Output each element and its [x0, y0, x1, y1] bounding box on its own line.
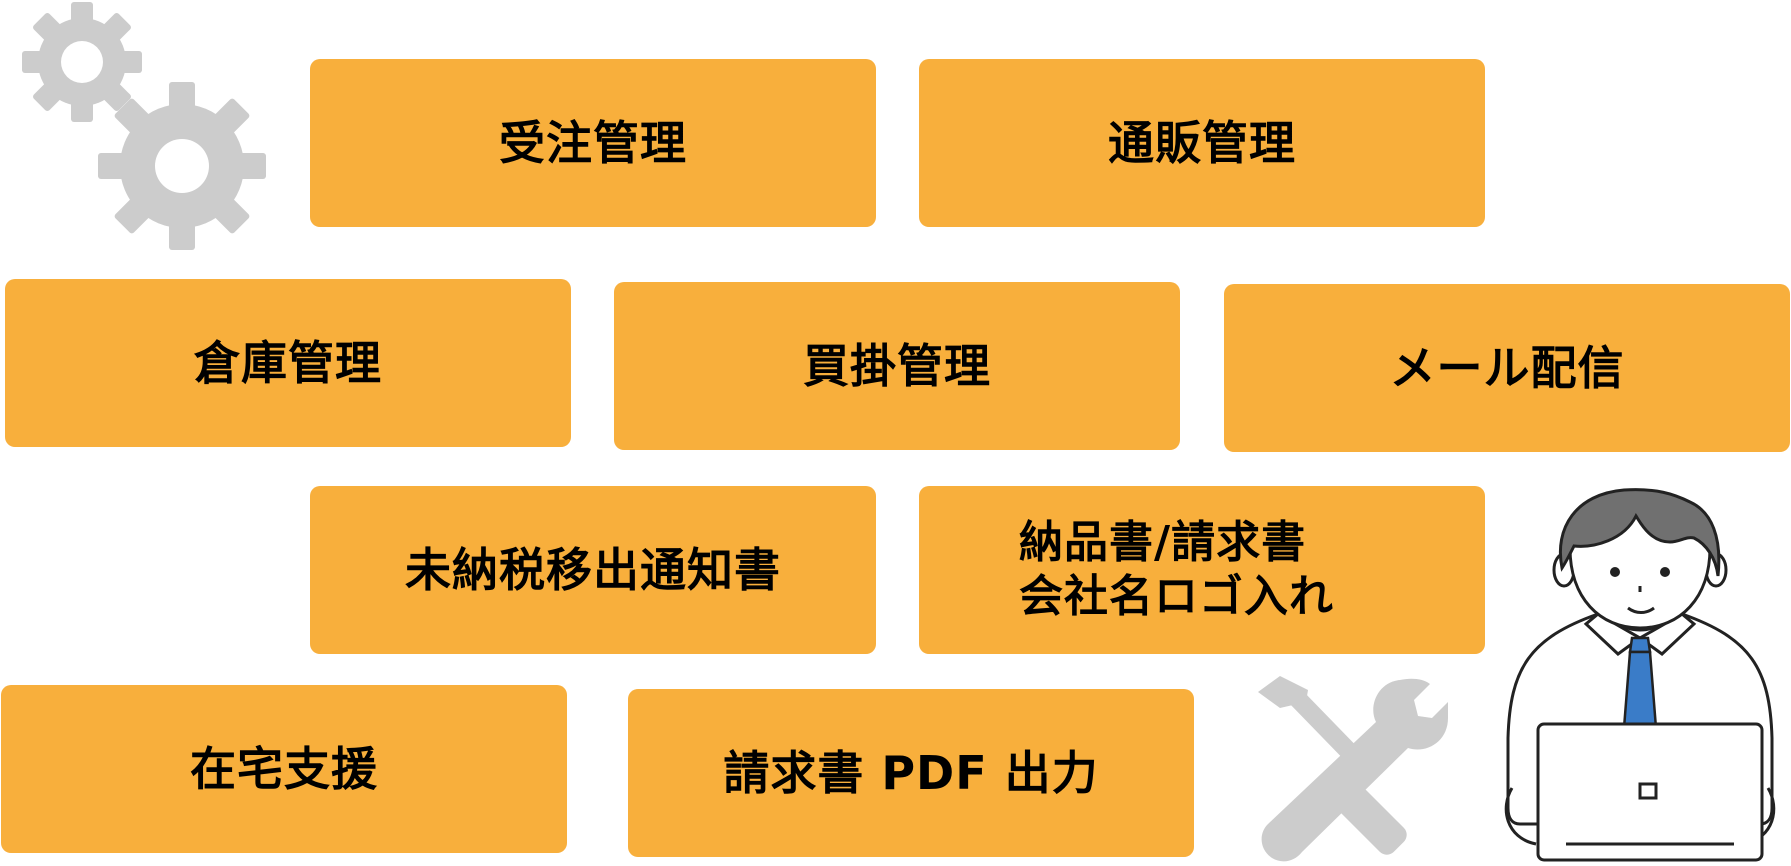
- tile-seikyusho-pdf[interactable]: 請求書 PDF 出力: [628, 689, 1194, 857]
- tile-label: メール配信: [1389, 340, 1625, 395]
- tile-label: 通販管理: [1108, 115, 1296, 170]
- tile-mail-haishin[interactable]: メール配信: [1224, 284, 1790, 452]
- tile-label-line-1: 納品書/請求書: [1019, 517, 1307, 569]
- tile-label: 受注管理: [499, 115, 687, 170]
- tile-soko-kanri[interactable]: 倉庫管理: [5, 279, 571, 447]
- tile-juchu-kanri[interactable]: 受注管理: [310, 59, 876, 227]
- wrench-screwdriver-icon: [1258, 676, 1448, 862]
- tile-label: 請求書 PDF 出力: [723, 745, 1099, 800]
- tile-minouzei-ishutsu-tsuchisho[interactable]: 未納税移出通知書: [310, 486, 876, 654]
- tile-zaitaku-shien[interactable]: 在宅支援: [1, 685, 567, 853]
- tile-kaikake-kanri[interactable]: 買掛管理: [614, 282, 1180, 450]
- tile-label-line-2: 会社名ロゴ入れ: [1019, 571, 1334, 622]
- tile-label: 在宅支援: [190, 741, 378, 796]
- tile-label: 買掛管理: [803, 338, 991, 393]
- tile-tsuhan-kanri[interactable]: 通販管理: [919, 59, 1485, 227]
- tile-label: 未納税移出通知書: [405, 542, 781, 597]
- tile-label: 倉庫管理: [194, 335, 382, 390]
- office-worker-laptop-illustration: [1504, 488, 1776, 862]
- tile-nouhinsho-logo[interactable]: 納品書/請求書 会社名ロゴ入れ: [919, 486, 1485, 654]
- gears-icon: [22, 2, 266, 250]
